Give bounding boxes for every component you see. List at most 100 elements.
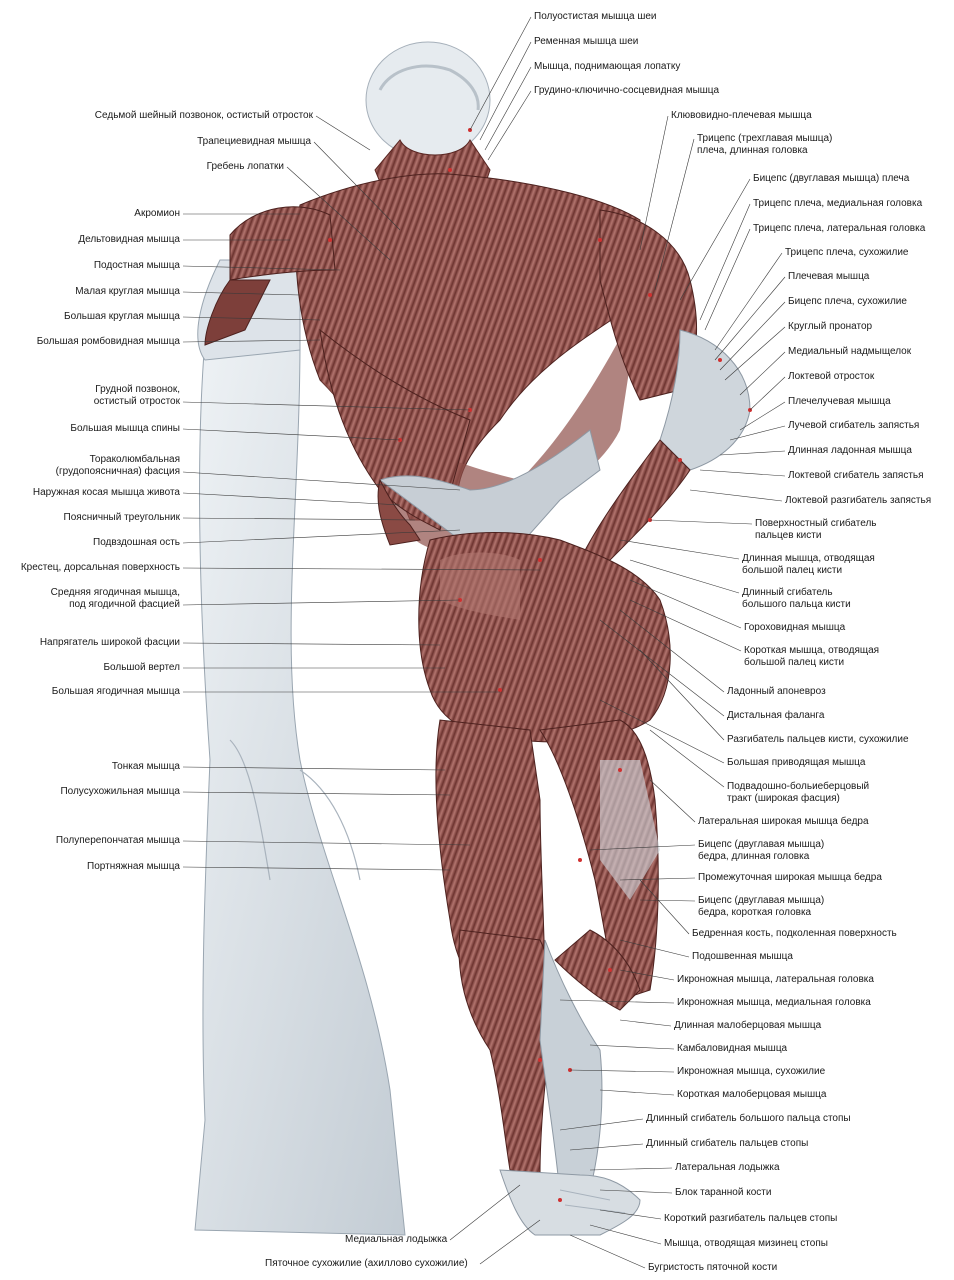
label-line: Тораколюмбальная xyxy=(89,454,180,465)
label-l22: Полусухожильная мышца xyxy=(60,786,180,798)
leader-line-r18 xyxy=(719,450,786,456)
leader-line-r45 xyxy=(589,1167,673,1171)
label-r31: Латеральная широкая мышца бедра xyxy=(698,816,869,828)
label-r28: Разгибатель пальцев кисти, сухожилие xyxy=(727,734,909,746)
leader-line-r44 xyxy=(569,1143,644,1151)
leader-line-r36 xyxy=(619,939,690,958)
label-r11: Плечевая мышца xyxy=(788,271,869,283)
label-line: Большая мышца спины xyxy=(70,423,180,434)
label-l16: Крестец, дорсальная поверхность xyxy=(21,562,180,574)
leader-line-r21 xyxy=(649,519,753,525)
leader-line-l24 xyxy=(182,866,451,871)
leader-line-r40 xyxy=(589,1044,675,1050)
label-line: Дельтовидная мышца xyxy=(78,234,180,245)
leader-line-r14 xyxy=(739,351,786,396)
leader-line-r29 xyxy=(599,699,725,764)
label-l7: Малая круглая мышца xyxy=(75,286,180,298)
label-r33: Промежуточная широкая мышца бедра xyxy=(698,872,882,884)
label-r37: Икроножная мышца, латеральная головка xyxy=(677,974,874,986)
label-line: Трицепс плеча, латеральная головка xyxy=(753,223,926,234)
leader-line-r39 xyxy=(619,1019,672,1027)
leader-line-b1 xyxy=(449,1184,521,1241)
label-l14: Поясничный треугольник xyxy=(64,512,180,524)
label-line: Подвадошно-больиеберцовый xyxy=(727,781,870,792)
leader-line-r15 xyxy=(749,376,786,411)
label-line: Плечелучевая мышца xyxy=(788,396,891,407)
label-l12: Тораколюмбальная(грудопоясничная) фасция xyxy=(56,454,180,478)
leader-line-r31 xyxy=(649,779,696,823)
label-line: Дистальная фаланга xyxy=(727,710,825,721)
leader-line-r42 xyxy=(599,1089,675,1096)
torso-lower xyxy=(319,328,601,546)
leader-line-r9 xyxy=(704,228,751,331)
label-line: Клювовидно-плечевая мышца xyxy=(671,110,812,121)
label-line: Круглый пронатор xyxy=(788,321,873,332)
label-line: плеча, длинная головка xyxy=(697,145,808,156)
label-line: Поясничный треугольник xyxy=(63,512,180,523)
leader-line-r12 xyxy=(719,301,786,371)
label-r20: Локтевой разгибатель запястья xyxy=(785,495,931,507)
label-l20: Большая ягодичная мышца xyxy=(52,686,180,698)
label-line: Трицепс (трехглавая мышца) xyxy=(697,133,833,144)
label-l13: Наружная косая мышца живота xyxy=(33,487,180,499)
label-r24: Гороховидная мышца xyxy=(744,622,845,634)
label-r26: Ладонный апоневроз xyxy=(727,686,826,698)
label-line: Длинный сгибатель xyxy=(742,587,833,598)
leader-line-r43 xyxy=(559,1118,644,1131)
label-l8: Большая круглая мышца xyxy=(64,311,180,323)
label-r12: Бицепс плеча, сухожилие xyxy=(788,296,907,308)
label-line: Локтевой разгибатель запястья xyxy=(785,495,932,506)
label-line: большой палец кисти xyxy=(744,657,845,668)
leader-line-r13 xyxy=(724,326,786,381)
leader-line-l10 xyxy=(182,401,471,411)
label-line: Большая ромбовидная мышца xyxy=(36,336,180,347)
label-line: Блок таранной кости xyxy=(675,1187,772,1198)
label-line: Короткий разгибатель пальцев стопы xyxy=(664,1213,838,1224)
label-l6: Подостная мышца xyxy=(94,260,180,272)
leader-line-r1 xyxy=(469,16,532,131)
label-r39: Длинная малоберцовая мышца xyxy=(674,1020,821,1032)
label-r47: Короткий разгибатель пальцев стопы xyxy=(664,1213,837,1225)
label-line: Длинная мышца, отводящая xyxy=(742,553,875,564)
label-line: Средняя ягодичная мышца, xyxy=(50,587,180,598)
label-r8: Трицепс плеча, медиальная головка xyxy=(753,198,922,210)
label-line: Большая круглая мышца xyxy=(64,311,180,322)
label-line: Крестец, дорсальная поверхность xyxy=(20,562,180,573)
label-line: пальцев кисти xyxy=(755,530,822,541)
label-l11: Большая мышца спины xyxy=(70,423,180,435)
leader-line-l9 xyxy=(182,339,321,343)
leader-line-r11 xyxy=(714,276,786,361)
leader-line-r46 xyxy=(599,1189,673,1194)
label-r3: Мышца, поднимающая лопатку xyxy=(534,61,680,73)
lower-legs xyxy=(458,929,641,1196)
leader-line-r22 xyxy=(619,539,740,560)
label-line: Короткая малоберцовая мышца xyxy=(677,1089,827,1100)
label-l17: Средняя ягодичная мышца,под ягодичной фа… xyxy=(51,587,180,611)
label-line: Подвздошная ость xyxy=(93,537,180,548)
label-r1: Полуостистая мышца шеи xyxy=(534,11,657,23)
label-line: Портняжная мышца xyxy=(87,861,180,872)
leader-line-r4 xyxy=(487,90,532,161)
label-line: Бедренная кость, подколенная поверхность xyxy=(692,928,897,939)
label-l19: Большой вертел xyxy=(103,662,180,674)
label-r16: Плечелучевая мышца xyxy=(788,396,891,408)
leader-line-l3 xyxy=(286,166,391,261)
leader-line-l11 xyxy=(182,428,401,441)
label-r15: Локтевой отросток xyxy=(788,371,874,383)
label-r4: Грудино-ключично-сосцевидная мышца xyxy=(534,85,719,97)
label-r6: Трицепс (трехглавая мышца)плеча, длинная… xyxy=(697,133,832,157)
label-line: Камбаловидная мышца xyxy=(677,1043,788,1054)
label-r5: Клювовидно-плечевая мышца xyxy=(671,110,812,122)
leader-line-l6 xyxy=(182,265,341,271)
leader-line-r2 xyxy=(479,41,532,141)
label-line: Гороховидная мышца xyxy=(744,622,846,633)
leader-line-l1 xyxy=(315,115,371,151)
leader-line-r8 xyxy=(699,203,751,321)
leader-line-r27 xyxy=(599,619,725,717)
label-r48: Мышца, отводящая мизинец стопы xyxy=(664,1238,828,1250)
label-line: бедра, длинная головка xyxy=(698,851,810,862)
